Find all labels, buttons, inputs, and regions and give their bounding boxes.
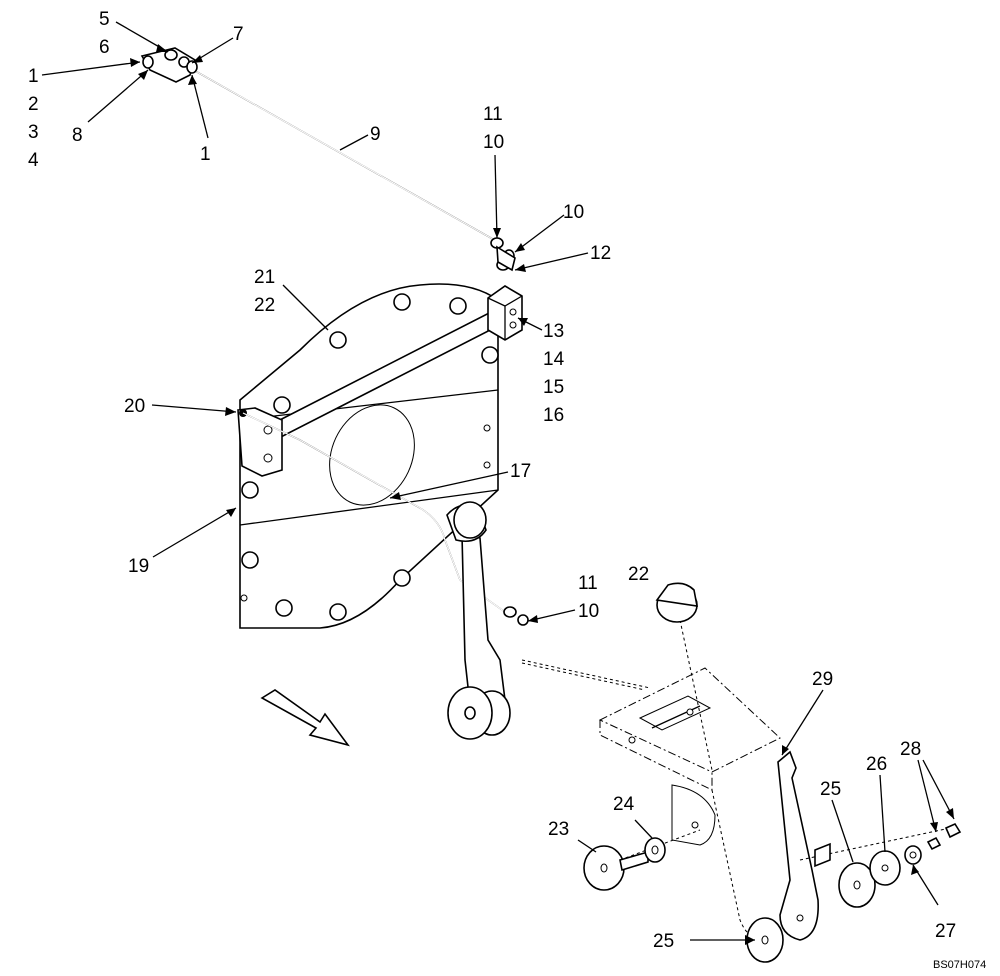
arrowheads [130,44,954,945]
figure-code: BS07H074 [933,959,986,971]
callout-11-lower: 11 [578,573,598,594]
callout-8: 8 [72,125,83,146]
control-lever [446,501,511,740]
pedal-arm-29 [777,750,819,941]
callout-12: 12 [590,243,611,264]
callout-28: 28 [900,739,921,760]
knob-22 [655,582,698,623]
link-rod-17 [242,412,529,626]
callout-20: 20 [124,396,145,417]
callout-labels: 1 2 3 4 5 6 7 8 1 9 11 10 10 12 13 14 15… [28,9,956,952]
callout-15: 15 [543,377,564,398]
pedal-hardware [583,822,962,963]
callout-14: 14 [543,349,565,370]
callout-29: 29 [812,669,833,690]
callout-27: 27 [935,921,956,942]
callout-23: 23 [548,819,569,840]
callout-21: 21 [254,267,275,288]
callout-17: 17 [510,461,531,482]
callout-10: 10 [483,132,504,153]
direction-arrow-icon [260,689,351,747]
callout-10-lower: 10 [578,601,599,622]
callout-1: 1 [28,66,39,87]
callout-22-knob: 22 [628,564,649,585]
callout-10-right: 10 [563,202,584,223]
pivot-bracket-20 [237,407,283,477]
callout-24: 24 [613,794,635,815]
callout-25: 25 [820,779,841,800]
callout-4: 4 [28,150,39,171]
mounting-plate-19 [239,283,499,629]
rod-end-fittings [490,237,516,272]
callout-13: 13 [543,321,564,342]
callout-22: 22 [254,295,275,316]
callout-2: 2 [28,94,39,115]
pivot-block-13 [487,285,523,341]
callout-16: 16 [543,405,564,426]
callout-7: 7 [233,24,244,45]
callout-11: 11 [483,104,503,125]
callout-19: 19 [128,556,149,577]
callout-5: 5 [99,9,110,30]
callout-3: 3 [28,122,39,143]
pedal-bracket [521,619,781,937]
callout-6: 6 [99,37,110,58]
rod-9 [189,67,499,243]
callout-1-lower: 1 [200,144,211,165]
callout-26: 26 [866,754,887,775]
callout-9: 9 [370,124,381,145]
upper-bracket [140,47,198,83]
callout-25-lower: 25 [653,931,674,952]
